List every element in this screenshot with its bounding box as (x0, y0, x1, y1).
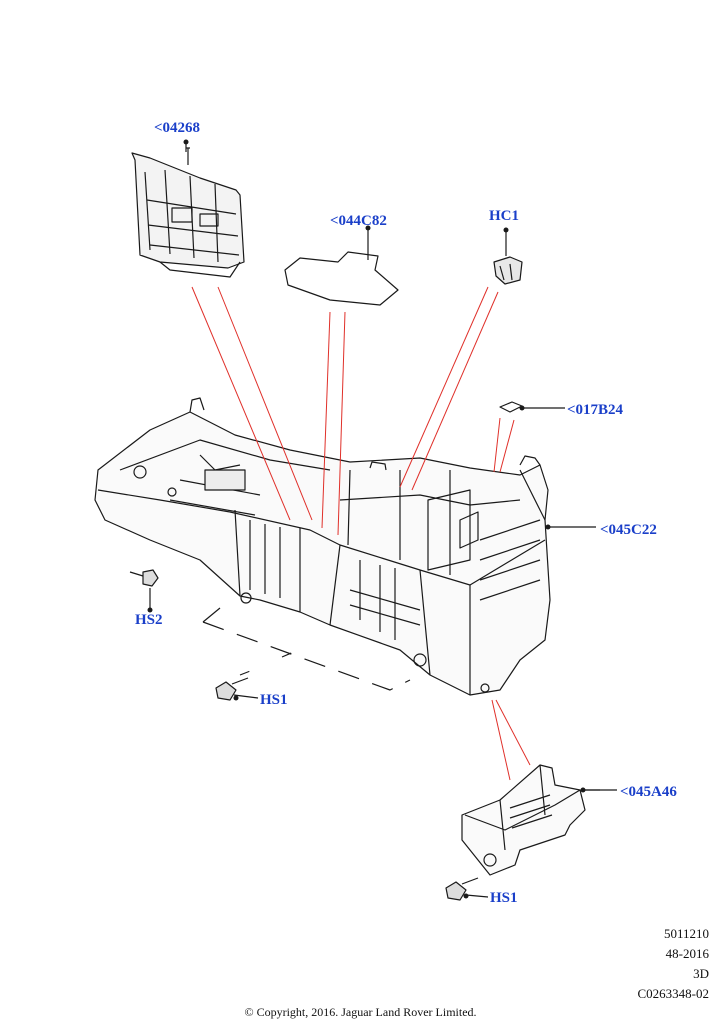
part-hs2-bolt (129, 569, 159, 610)
callout-04268: <04268 (154, 120, 201, 136)
callout-045A46: <045A46 (620, 784, 677, 800)
callout-044C82: <044C82 (330, 213, 387, 229)
assembly-dashed-short (239, 650, 297, 676)
red-leader-lines (191, 286, 531, 781)
part-hs1-upper-bolt (215, 677, 259, 701)
callout-hc1: HC1 (489, 208, 519, 224)
part-hs1-lower-bolt (445, 877, 489, 901)
part-045C22-housing (94, 397, 551, 696)
callout-hs1-lower: HS1 (490, 890, 518, 906)
callout-017B24: <017B24 (567, 402, 624, 418)
callout-dots (147, 139, 586, 899)
part-04268-panel (131, 147, 245, 278)
assembly-dashed-lines (202, 607, 411, 691)
part-045A46-bracket (461, 764, 600, 876)
footer-code-2: 48-2016 (665, 946, 709, 961)
footer-code-3: 3D (693, 966, 709, 981)
callout-hs2: HS2 (135, 612, 163, 628)
part-017B24-pad (499, 401, 523, 413)
callout-045C22: <045C22 (600, 522, 657, 538)
part-hc1-clip (493, 230, 523, 285)
copyright-notice: © Copyright, 2016. Jaguar Land Rover Lim… (244, 1005, 477, 1019)
footer-code-1: 5011210 (663, 926, 709, 941)
footer-code-4: C0263348-02 (637, 986, 710, 1001)
part-044C82-pad (284, 228, 399, 306)
callout-hs1-upper: HS1 (260, 692, 288, 708)
